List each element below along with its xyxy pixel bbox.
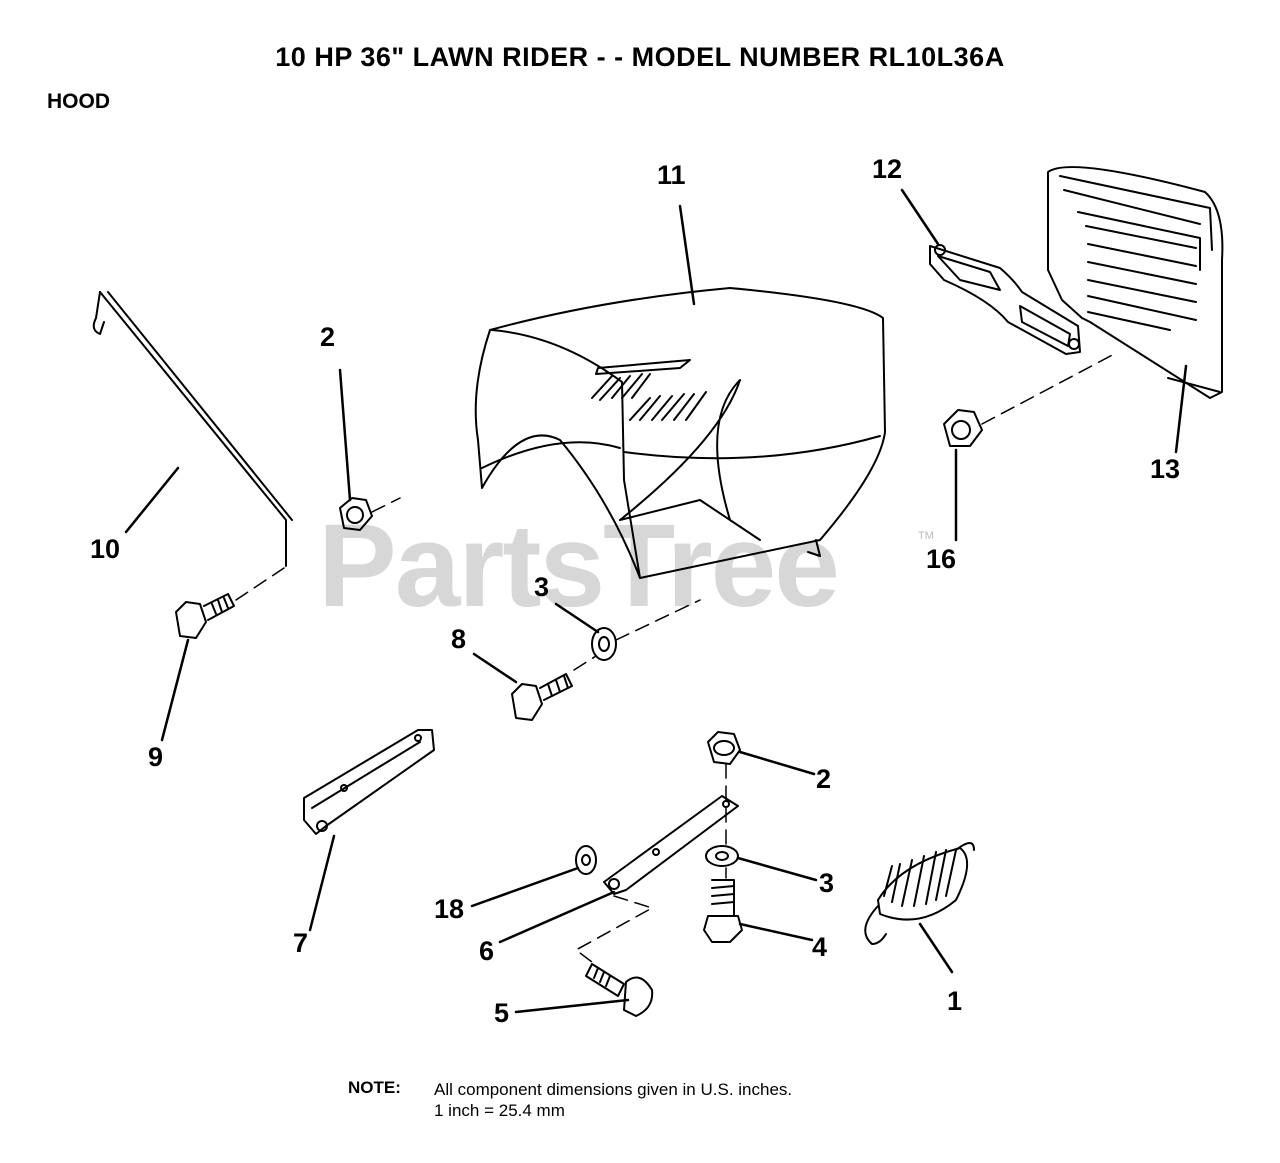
- trademark-mark: TM: [918, 530, 934, 542]
- section-label: HOOD: [47, 90, 110, 113]
- callout-5: 5: [494, 998, 510, 1028]
- bolt-4-part: [703, 879, 743, 943]
- nut-2b-part: [707, 731, 741, 765]
- grille-part: [1047, 166, 1224, 399]
- bolt-9-part: [175, 593, 235, 639]
- rod-10-part: [92, 291, 293, 567]
- washer-3a-part: [591, 627, 617, 661]
- callout-18: 18: [434, 894, 465, 924]
- hood-part: [474, 287, 886, 579]
- diagram-title: 10 HP 36" LAWN RIDER - - MODEL NUMBER RL…: [275, 42, 1005, 72]
- callout-6: 6: [479, 936, 495, 966]
- callout-4: 4: [812, 932, 828, 962]
- callout-2-upper: 2: [320, 322, 336, 352]
- callout-11: 11: [657, 160, 686, 190]
- callout-12: 12: [872, 154, 903, 184]
- note-text-line-1: All component dimensions given in U.S. i…: [434, 1080, 793, 1099]
- nut-16-part: [943, 409, 983, 447]
- watermark: PartsTree: [318, 500, 840, 632]
- note-text-line-2: 1 inch = 25.4 mm: [434, 1101, 565, 1120]
- callout-9: 9: [148, 742, 164, 772]
- callout-7: 7: [293, 928, 309, 958]
- bolt-8-part: [511, 673, 573, 721]
- callout-1: 1: [947, 986, 963, 1016]
- callout-8: 8: [451, 624, 467, 654]
- callout-3-lower: 3: [819, 868, 835, 898]
- callout-16: 16: [926, 544, 957, 574]
- nut-2a-part: [339, 497, 373, 531]
- callout-2-lower: 2: [816, 764, 832, 794]
- note-label: NOTE:: [348, 1078, 401, 1097]
- bolt-5-part: [585, 963, 654, 1017]
- bracket-7-part: [303, 729, 435, 835]
- grille-bracket-part: [929, 244, 1081, 355]
- callout-13: 13: [1150, 454, 1181, 484]
- callout-10: 10: [90, 534, 121, 564]
- washer-3b-part: [705, 845, 739, 867]
- spring-1-part: [864, 842, 975, 945]
- washer-18-part: [575, 845, 597, 875]
- callout-3-upper: 3: [534, 572, 550, 602]
